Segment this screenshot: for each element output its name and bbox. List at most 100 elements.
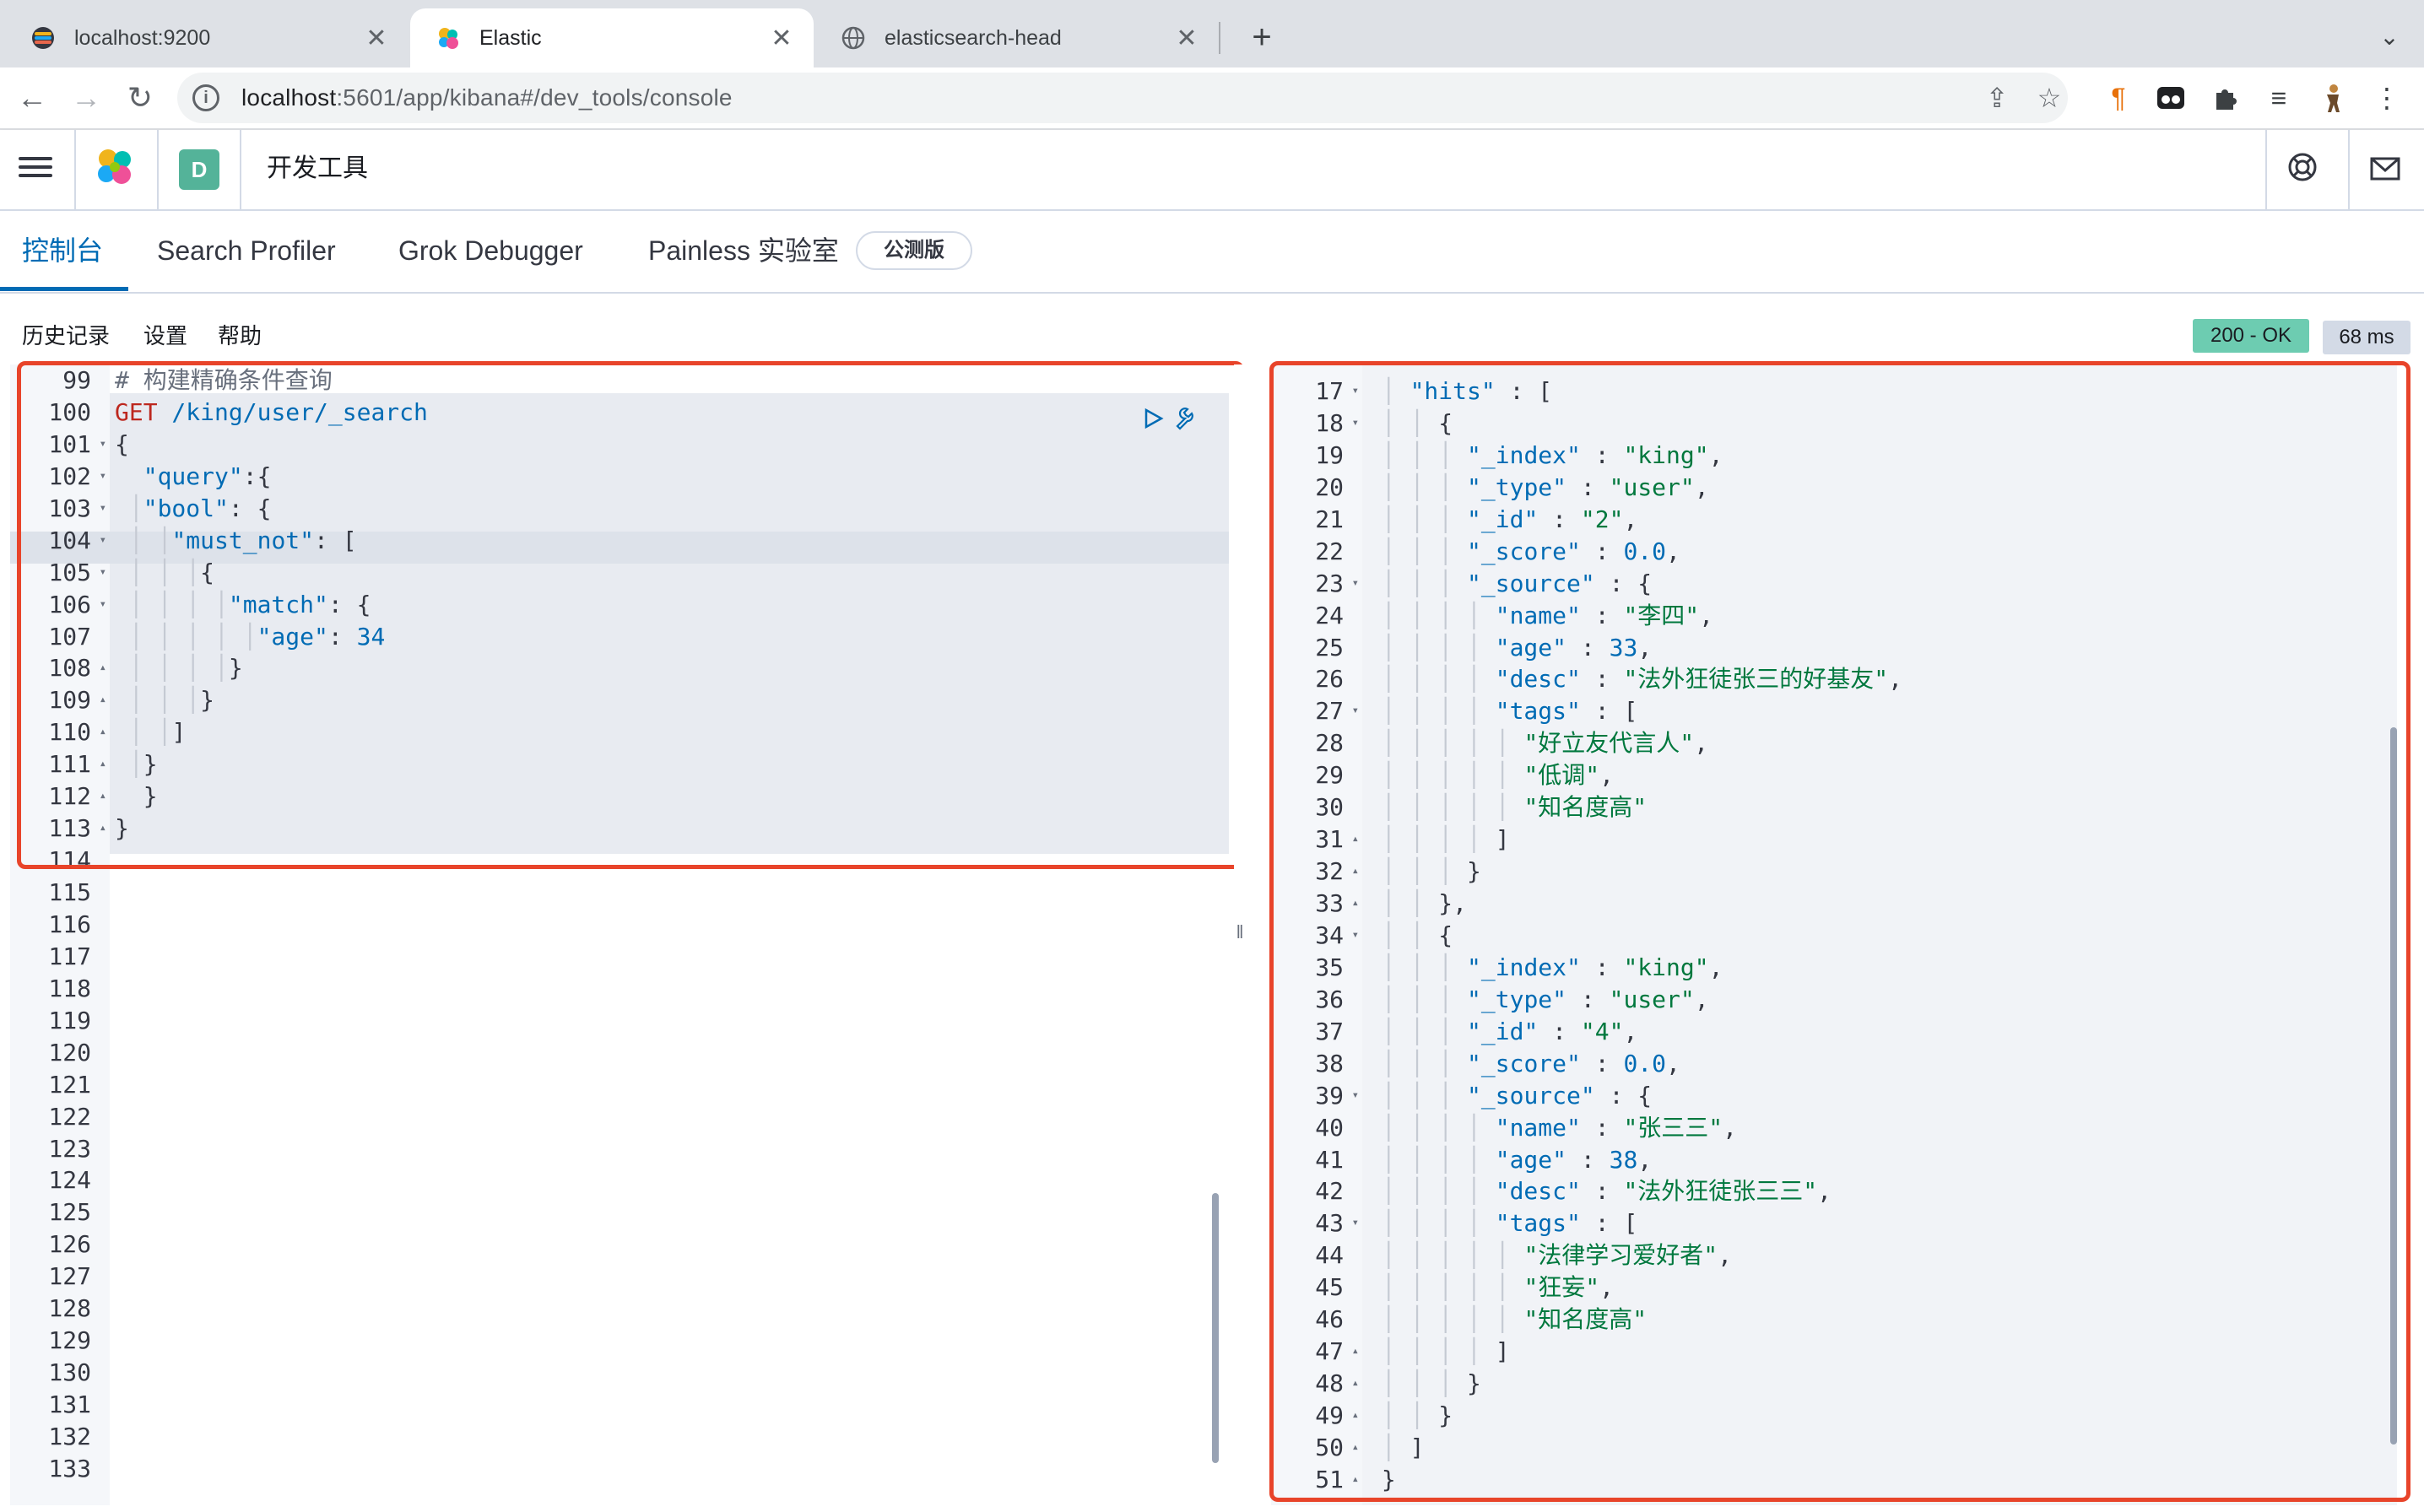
line-number-text: 132 — [48, 1422, 91, 1450]
browser-tab-elasticsearch-head[interactable]: elasticsearch-head ✕ — [815, 8, 1219, 68]
pane-resizer[interactable] — [1234, 364, 1246, 1505]
tab-grok-debugger[interactable]: Grok Debugger — [398, 235, 583, 266]
settings-link[interactable]: 设置 — [143, 323, 188, 348]
code-token: } — [143, 782, 158, 811]
fold-toggle-icon[interactable]: ▴ — [1351, 1439, 1359, 1454]
fold-toggle-icon[interactable]: ▴ — [1351, 896, 1359, 910]
code-line — [115, 1069, 1212, 1101]
line-number: 107 — [10, 621, 110, 653]
reading-list-icon[interactable]: ≡ — [2270, 83, 2287, 113]
forward-arrow-icon[interactable]: → — [71, 80, 101, 115]
site-info-icon[interactable]: i — [192, 84, 219, 111]
fold-toggle-icon[interactable]: ▴ — [1351, 1472, 1359, 1486]
indent-guides: │ │ │ │ │ — [1367, 729, 1524, 758]
fold-toggle-icon[interactable]: ▾ — [1351, 1216, 1359, 1230]
fold-toggle-icon[interactable]: ▴ — [1351, 1408, 1359, 1422]
line-number: 118 — [10, 973, 110, 1005]
tab-search-profiler[interactable]: Search Profiler — [157, 235, 336, 266]
fold-toggle-icon[interactable]: ▾ — [99, 564, 106, 579]
indent-guides: │ │ │ │ — [1367, 1177, 1496, 1206]
new-tab-plus-icon[interactable]: + — [1252, 19, 1272, 56]
fold-toggle-icon[interactable]: ▾ — [99, 436, 106, 451]
indent-guides: │ │ │ — [1367, 1081, 1468, 1110]
code-line: │ │ } — [1367, 1400, 2397, 1432]
code-token: ] — [1495, 825, 1510, 854]
tab-console[interactable]: 控制台 — [22, 235, 104, 266]
code-line: │ │] — [115, 716, 1212, 748]
code-token: }, — [1438, 889, 1468, 917]
tab-painless-lab[interactable]: Painless 实验室 — [648, 235, 839, 266]
code-token: : — [1538, 1017, 1581, 1045]
line-number: 125 — [10, 1196, 110, 1228]
fold-toggle-icon[interactable]: ▾ — [1351, 415, 1359, 429]
puzzle-icon — [2216, 89, 2237, 110]
code-token: "_id" — [1467, 505, 1539, 533]
reload-icon[interactable]: ↻ — [127, 80, 154, 115]
browser-menu-kebab-icon[interactable]: ⋮ — [2373, 83, 2400, 113]
profile-avatar-icon[interactable] — [2314, 79, 2351, 116]
fold-toggle-icon[interactable]: ▴ — [1351, 1376, 1359, 1390]
code-token: "bool" — [143, 494, 229, 522]
fold-toggle-icon[interactable]: ▴ — [1351, 864, 1359, 878]
fold-toggle-icon[interactable]: ▴ — [99, 821, 106, 835]
newsfeed-mail-icon[interactable] — [2368, 152, 2402, 186]
fold-toggle-icon[interactable]: ▴ — [99, 789, 106, 803]
play-run-request-icon[interactable] — [1141, 407, 1165, 430]
code-token: "_type" — [1467, 985, 1567, 1013]
line-number-text: 115 — [48, 878, 91, 906]
close-tab-icon[interactable]: ✕ — [365, 24, 387, 52]
fold-toggle-icon[interactable]: ▾ — [1351, 704, 1359, 718]
help-link[interactable]: 帮助 — [218, 323, 262, 348]
history-link[interactable]: 历史记录 — [22, 323, 111, 348]
code-token: , — [1817, 1177, 1832, 1206]
tab-search-chevron-icon[interactable]: ⌄ — [2379, 24, 2400, 50]
code-token: "李四" — [1623, 601, 1700, 629]
fold-toggle-icon[interactable]: ▾ — [99, 468, 106, 483]
share-icon[interactable]: ⇪ — [1985, 83, 2009, 113]
fold-toggle-icon[interactable]: ▴ — [1351, 1344, 1359, 1358]
fold-toggle-icon[interactable]: ▴ — [99, 661, 106, 675]
browser-tab-elastic[interactable]: Elastic ✕ — [410, 8, 814, 68]
line-number: 106▾ — [10, 589, 110, 621]
hamburger-menu-icon[interactable] — [15, 152, 56, 186]
close-tab-icon[interactable]: ✕ — [1176, 24, 1198, 52]
code-token: : — [1566, 633, 1610, 662]
indent-guides: │ │ │ │ — [115, 590, 229, 618]
fold-toggle-icon[interactable]: ▴ — [99, 725, 106, 739]
bookmark-star-icon[interactable]: ☆ — [2037, 83, 2062, 113]
code-line — [115, 1133, 1212, 1165]
address-bar[interactable]: i localhost:5601/app/kibana#/dev_tools/c… — [177, 73, 2068, 123]
line-number-text: 133 — [48, 1454, 91, 1482]
fold-toggle-icon[interactable]: ▾ — [99, 597, 106, 611]
code-token: "query" — [143, 462, 243, 490]
line-number: 101▾ — [10, 429, 110, 461]
resizer-grip-icon[interactable]: ‖ — [1236, 921, 1244, 942]
extensions-puzzle-icon[interactable] — [2206, 79, 2243, 116]
fold-toggle-icon[interactable]: ▴ — [99, 693, 106, 707]
fold-toggle-icon[interactable]: ▾ — [1351, 575, 1359, 590]
fold-toggle-icon[interactable]: ▾ — [99, 532, 106, 547]
fold-toggle-icon[interactable]: ▴ — [1351, 832, 1359, 846]
code-line — [115, 1389, 1212, 1421]
request-editor-scrollbar[interactable] — [1212, 1193, 1219, 1463]
help-lifebuoy-icon[interactable] — [2286, 150, 2319, 184]
browser-tab-localhost[interactable]: localhost:9200 ✕ — [5, 8, 409, 68]
fold-toggle-icon[interactable]: ▴ — [99, 757, 106, 771]
elastic-logo-icon[interactable] — [93, 145, 137, 189]
fold-toggle-icon[interactable]: ▾ — [1351, 384, 1359, 397]
fold-toggle-icon[interactable]: ▾ — [99, 500, 106, 515]
back-arrow-icon[interactable]: ← — [17, 80, 47, 115]
extension-glasses-icon[interactable] — [2152, 79, 2189, 116]
pilcrow-extension-icon[interactable]: ¶ — [2111, 83, 2126, 113]
code-token: "user" — [1609, 985, 1695, 1013]
close-tab-icon[interactable]: ✕ — [771, 24, 793, 52]
fold-toggle-icon[interactable]: ▾ — [1351, 1088, 1359, 1102]
code-line — [115, 1293, 1212, 1325]
space-avatar[interactable]: D — [179, 149, 219, 190]
fold-toggle-icon[interactable]: ▾ — [1351, 927, 1359, 942]
wrench-settings-icon[interactable] — [1175, 405, 1202, 432]
response-editor-scrollbar[interactable] — [2390, 727, 2397, 1444]
header-divider — [240, 130, 241, 209]
